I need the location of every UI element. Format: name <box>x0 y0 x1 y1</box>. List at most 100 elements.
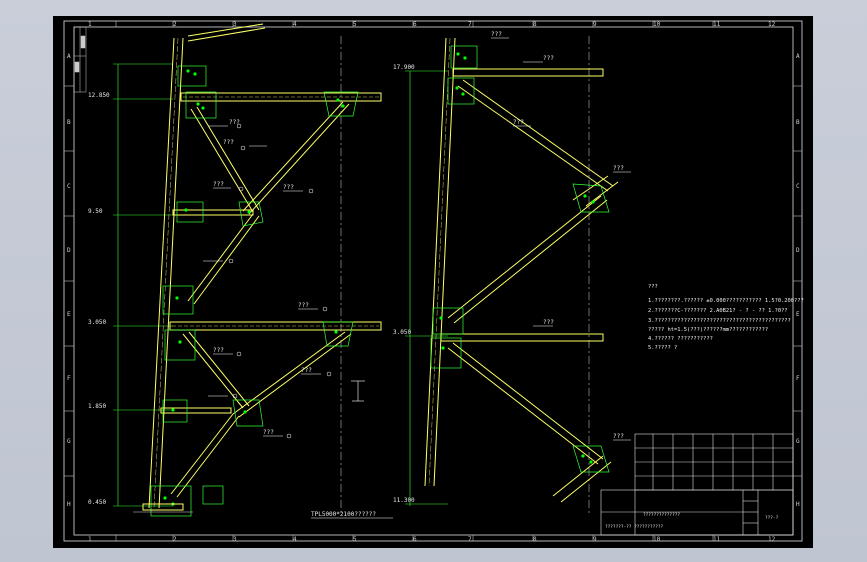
col-label: 5 <box>353 21 357 28</box>
right-bolts <box>439 52 595 464</box>
section-symbol <box>351 380 365 402</box>
sheet-code: ???-? <box>765 515 779 521</box>
inner-border <box>73 26 794 536</box>
right-main-column <box>424 37 456 487</box>
title-block-text: ?????????????? ???????-?? ??????????? ??… <box>605 512 779 530</box>
note-item: 2.???????C-??????? 2.A0B21? - ? - ?? 1.?… <box>648 308 788 314</box>
col-label: 12 <box>768 21 776 28</box>
row-label: D <box>67 247 71 254</box>
row-label: F <box>67 375 71 382</box>
level-label: 3.050 <box>88 319 106 326</box>
col-label: 5 <box>353 536 357 543</box>
member-tag: ??? <box>543 55 554 62</box>
col-label: 9 <box>593 21 597 28</box>
row-label: A <box>67 53 71 60</box>
row-labels-right: A B C D E F G H <box>796 53 800 508</box>
title-block <box>600 433 794 536</box>
col-label: 3 <box>233 21 237 28</box>
left-dimension-chain <box>113 63 173 507</box>
company-line: ?????????????? <box>643 512 680 518</box>
col-label: 6 <box>413 536 417 543</box>
right-member-tags: ??? ??? ??? ??? ??? ??? <box>491 31 624 440</box>
left-beams <box>160 92 382 414</box>
left-connection-plates <box>150 65 359 517</box>
row-label: D <box>796 247 800 254</box>
col-label: 4 <box>293 21 297 28</box>
row-label: B <box>796 119 800 126</box>
level-label: 12.850 <box>88 92 110 99</box>
drawing-sheet: 1 2 3 4 5 6 7 8 9 10 11 12 1 2 3 4 5 6 7… <box>53 16 813 548</box>
row-label: E <box>796 311 800 318</box>
column-labels-top: 1 2 3 4 5 6 7 8 9 10 11 12 <box>88 21 776 28</box>
note-item: ????? ht=1.5(???)??????mm???????????? <box>648 327 768 333</box>
col-label: 3 <box>233 536 237 543</box>
member-tag: ??? <box>283 184 294 191</box>
member-tag: ??? <box>613 165 624 172</box>
left-leaders <box>203 125 321 437</box>
right-elevation: 17.900 3.050 11.300 <box>393 31 631 516</box>
row-label: G <box>67 438 71 445</box>
left-elevation: 12.850 9.50 3.050 1.850 0.450 <box>88 23 393 519</box>
revision-stamp <box>73 26 87 93</box>
member-tag: ??? <box>213 347 224 354</box>
row-labels-left: A B C D E F G H <box>67 53 71 508</box>
row-label: F <box>796 375 800 382</box>
col-label: 9 <box>593 536 597 543</box>
col-label: 12 <box>768 536 776 543</box>
col-label: 4 <box>293 536 297 543</box>
member-tag: ??? <box>513 119 524 126</box>
col-label: 1 <box>88 536 92 543</box>
left-base-plate <box>133 503 193 513</box>
general-notes: ??? 1.????????.?????? ±0.000??????????? … <box>648 284 804 351</box>
col-label: 8 <box>533 536 537 543</box>
col-label: 10 <box>653 536 661 543</box>
col-label: 11 <box>713 21 721 28</box>
row-label: G <box>796 438 800 445</box>
row-label: H <box>796 501 800 508</box>
right-leaders <box>491 37 631 441</box>
note-item: 5.????? ? <box>648 345 677 351</box>
grid-ticks <box>64 21 802 541</box>
note-item: 3.??????????????????????????????????????… <box>648 318 791 324</box>
cad-drawing: 1 2 3 4 5 6 7 8 9 10 11 12 1 2 3 4 5 6 7… <box>63 20 804 543</box>
col-label: 11 <box>713 536 721 543</box>
level-label: 0.450 <box>88 499 106 506</box>
left-member-tags: ??? ??? ??? ??? ??? ??? ??? ??? <box>213 119 312 436</box>
left-main-column <box>148 37 184 509</box>
member-tag: ??? <box>263 429 274 436</box>
member-tag: ??? <box>223 139 234 146</box>
member-tag: ??? <box>301 367 312 374</box>
col-label: 6 <box>413 21 417 28</box>
right-connection-plates <box>430 45 610 473</box>
note-item: 4.?????? ??????????? <box>648 336 713 342</box>
right-level-labels: 17.900 3.050 11.300 <box>393 64 415 504</box>
row-label: C <box>67 183 71 190</box>
member-tag: ??? <box>298 302 309 309</box>
notes-heading: ??? <box>648 284 658 290</box>
level-label: 3.050 <box>393 329 411 336</box>
col-label: 2 <box>173 536 177 543</box>
level-label: 9.50 <box>88 208 103 215</box>
left-view-caption: TPL5000*2100?????? <box>311 511 376 518</box>
col-label: 7 <box>468 536 472 543</box>
left-bolts <box>163 69 345 506</box>
member-tag: ??? <box>229 119 240 126</box>
member-tag: ??? <box>543 319 554 326</box>
member-tag: ??? <box>613 433 624 440</box>
row-label: C <box>796 183 800 190</box>
row-label: B <box>67 119 71 126</box>
col-label: 8 <box>533 21 537 28</box>
left-level-labels: 12.850 9.50 3.050 1.850 0.450 <box>88 92 110 506</box>
row-label: E <box>67 311 71 318</box>
right-braces <box>447 79 619 503</box>
level-label: 11.300 <box>393 497 415 504</box>
col-label: 10 <box>653 21 661 28</box>
col-label: 2 <box>173 21 177 28</box>
drawing-title: ???????-?? ??????????? <box>605 524 664 530</box>
level-label: 17.900 <box>393 64 415 71</box>
col-label: 7 <box>468 21 472 28</box>
row-label: A <box>796 53 800 60</box>
row-label: H <box>67 501 71 508</box>
member-tag: ??? <box>491 31 502 38</box>
right-beams <box>440 68 604 342</box>
